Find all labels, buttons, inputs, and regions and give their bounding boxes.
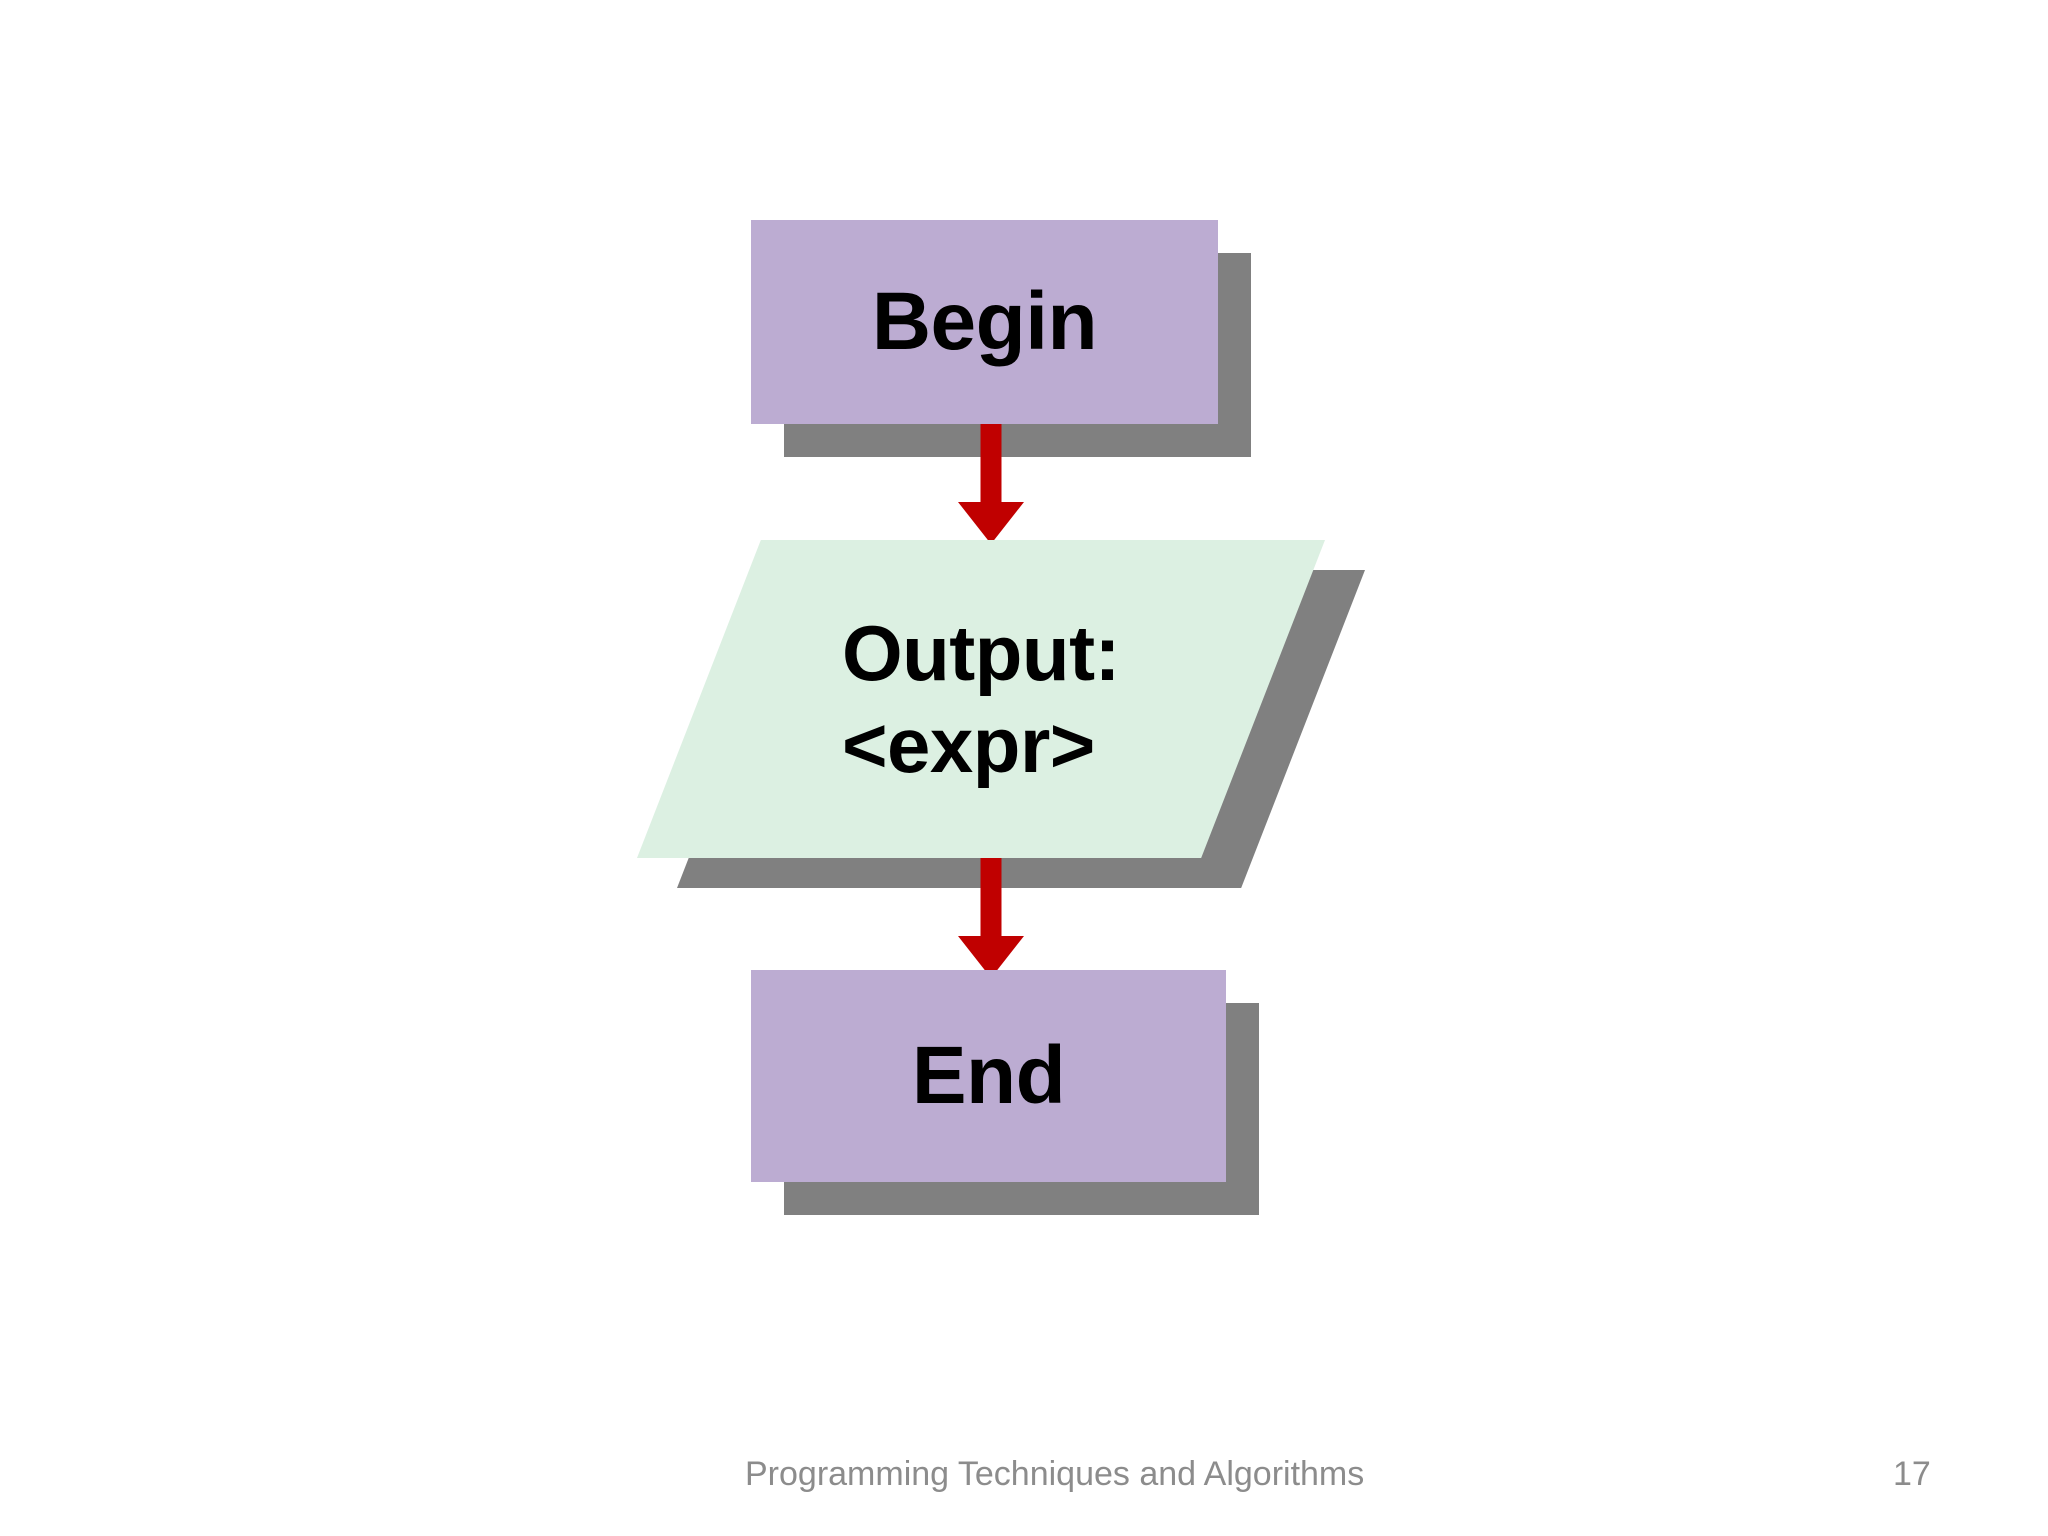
output-node-body[interactable]: Output: <expr> [637,540,1325,858]
begin-node-body[interactable]: Begin [751,220,1218,424]
arrow-output-to-end-icon [958,858,1024,980]
arrow-stem [980,858,1002,942]
output-node-label: Output: <expr> [841,608,1121,789]
begin-node-label: Begin [871,275,1098,367]
footer-page-number: 17 [1893,1455,1931,1493]
arrow-begin-to-output-icon [958,424,1024,546]
end-node-label: End [911,1029,1066,1121]
arrow-head [958,502,1024,544]
arrow-stem [980,424,1002,508]
slide-footer: Programming Techniques and Algorithms 17 [0,1455,2048,1515]
flowchart-node-begin[interactable]: Begin [751,220,1251,460]
flowchart-node-output[interactable]: Output: <expr> [637,540,1367,890]
end-node-body[interactable]: End [751,970,1226,1182]
footer-title: Programming Techniques and Algorithms [745,1455,1365,1493]
flowchart-node-end[interactable]: End [751,970,1271,1230]
